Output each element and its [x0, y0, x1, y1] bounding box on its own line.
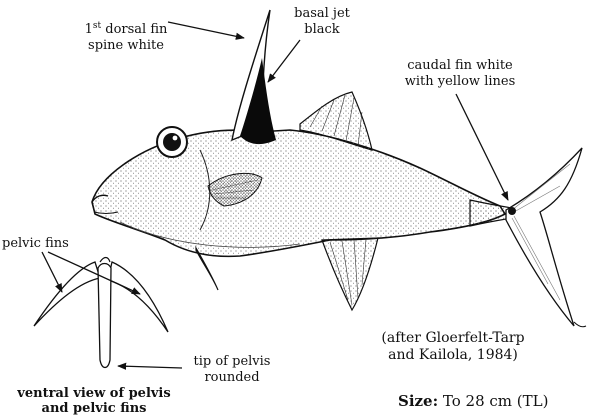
- label-basal-jet: basal jet black: [282, 6, 362, 38]
- ventral-pelvis-view: [34, 258, 168, 368]
- caption-ventral-view: ventral view of pelvis and pelvic fins: [4, 386, 184, 416]
- anal-fin: [322, 238, 378, 310]
- arrow-pelvis-tip: [118, 366, 182, 368]
- pelvic-fin-right: [108, 262, 168, 332]
- label-pelvis-tip: tip of pelvis rounded: [184, 354, 280, 386]
- arrow-basal-jet: [268, 40, 300, 82]
- fish-body: [92, 130, 505, 256]
- pelvis-shaft: [98, 264, 111, 368]
- arrow-pelvic-fin-left: [42, 252, 62, 292]
- label-pelvic-fins: pelvic fins: [2, 236, 82, 252]
- arrow-caudal-fin: [456, 94, 508, 200]
- label-caudal-fin: caudal fin white with yellow lines: [390, 58, 530, 90]
- eye-highlight: [173, 136, 178, 141]
- pupil: [163, 133, 181, 151]
- arrow-dorsal-spine: [168, 22, 244, 38]
- caudal-base-spot: [508, 207, 516, 215]
- size-info: Size: To 28 cm (TL): [398, 392, 548, 410]
- label-first-dorsal-spine: 1st dorsal fin spine white: [76, 22, 176, 54]
- artist-mark: [574, 322, 586, 327]
- caudal-fin: [506, 148, 582, 326]
- citation: (after Gloerfelt-Tarp and Kailola, 1984): [368, 330, 538, 364]
